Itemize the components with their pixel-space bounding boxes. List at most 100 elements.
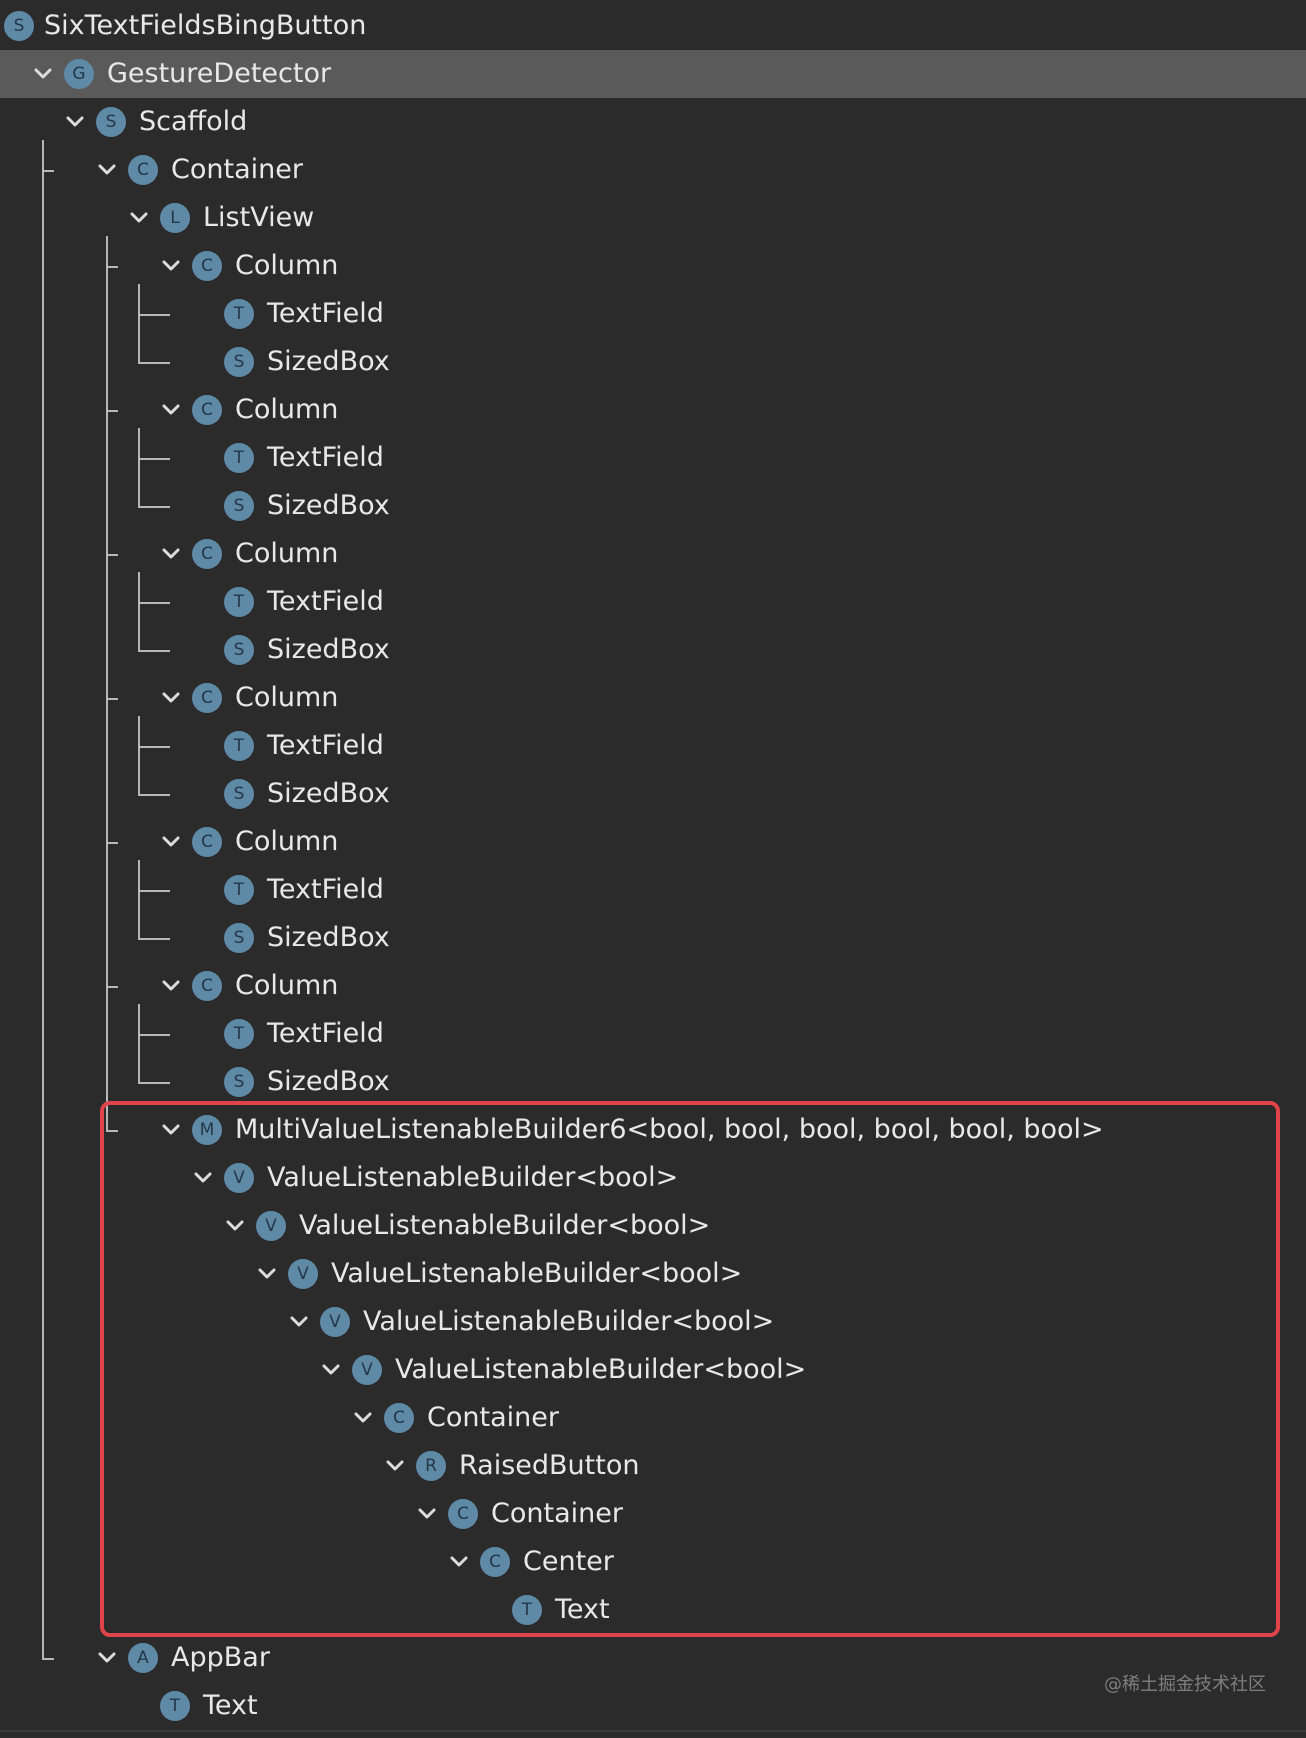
widget-type-icon: S [224,779,254,809]
chevron-down-icon[interactable] [348,1403,378,1433]
tree-guide-line [106,236,108,1130]
chevron-down-icon[interactable] [60,107,90,137]
chevron-down-icon[interactable] [28,59,58,89]
chevron-down-icon[interactable] [380,1451,410,1481]
tree-node-label: ValueListenableBuilder<bool> [331,1258,743,1289]
tree-node-label: MultiValueListenableBuilder6<bool, bool,… [235,1114,1104,1145]
widget-type-icon: L [160,203,190,233]
widget-type-icon: S [224,635,254,665]
chevron-down-icon[interactable] [156,251,186,281]
tree-row[interactable]: V ValueListenableBuilder<bool> [0,1250,1306,1298]
tree-node-label: Column [235,394,339,425]
tree-row[interactable]: T TextField [0,578,1306,626]
chevron-down-icon[interactable] [92,155,122,185]
tree-node-label: Container [427,1402,559,1433]
chevron-down-icon[interactable] [156,395,186,425]
tree-node-label: TextField [267,586,384,617]
tree-node-label: Column [235,970,339,1001]
tree-row[interactable]: C Container [0,1394,1306,1442]
chevron-down-icon[interactable] [444,1547,474,1577]
tree-guide-line [138,794,170,796]
tree-node-label: Container [491,1498,623,1529]
chevron-down-icon[interactable] [316,1355,346,1385]
tree-guide-line [138,938,170,940]
widget-type-icon: S [4,11,34,41]
chevron-down-icon[interactable] [156,683,186,713]
tree-node-label: SizedBox [267,1066,390,1097]
chevron-down-icon[interactable] [252,1259,282,1289]
widget-type-icon: T [224,587,254,617]
tree-guide-line [42,170,54,172]
chevron-down-icon[interactable] [188,1163,218,1193]
widget-type-icon: T [224,443,254,473]
tree-row[interactable]: V ValueListenableBuilder<bool> [0,1154,1306,1202]
widget-type-icon: C [384,1403,414,1433]
tree-row[interactable]: T Text [0,1682,1306,1730]
tree-guide-line [106,842,118,844]
chevron-down-icon[interactable] [124,203,154,233]
widget-type-icon: T [224,1019,254,1049]
tree-row[interactable]: S SixTextFieldsBingButton [0,2,1306,50]
tree-node-label: Text [555,1594,610,1625]
tree-node-label: AppBar [171,1642,270,1673]
bottom-divider [0,1730,1306,1732]
tree-node-label: SizedBox [267,346,390,377]
tree-node-label: SixTextFieldsBingButton [44,10,367,41]
chevron-down-icon[interactable] [412,1499,442,1529]
chevron-down-icon[interactable] [284,1307,314,1337]
tree-node-label: ValueListenableBuilder<bool> [267,1162,679,1193]
tree-guide-line [42,1658,54,1660]
tree-node-label: SizedBox [267,490,390,521]
chevron-down-icon[interactable] [92,1643,122,1673]
chevron-down-icon[interactable] [156,1115,186,1145]
tree-row[interactable]: S SizedBox [0,338,1306,386]
tree-guide-line [138,716,140,794]
tree-guide-line [106,266,118,268]
chevron-down-icon[interactable] [156,971,186,1001]
chevron-down-icon[interactable] [156,827,186,857]
tree-node-label: ValueListenableBuilder<bool> [395,1354,807,1385]
tree-node-label: Column [235,538,339,569]
tree-node-label: Scaffold [139,106,248,137]
widget-type-icon: T [160,1691,190,1721]
chevron-down-icon[interactable] [156,539,186,569]
chevron-down-icon[interactable] [220,1211,250,1241]
tree-node-label: Center [523,1546,614,1577]
tree-node-label: Text [203,1690,258,1721]
widget-type-icon: S [224,347,254,377]
widget-type-icon: V [224,1163,254,1193]
widget-type-icon: V [288,1259,318,1289]
tree-node-label: TextField [267,730,384,761]
tree-guide-line [138,602,170,604]
